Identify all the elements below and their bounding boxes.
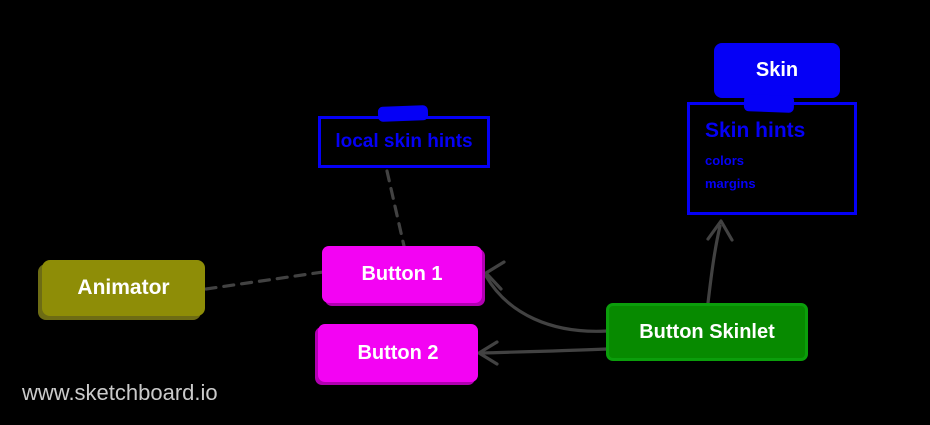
node-button1[interactable]: Button 1 xyxy=(322,246,482,303)
skin-hints-title: Skin hints xyxy=(705,119,806,142)
node-skin-label: Skin xyxy=(755,59,799,81)
node-button2-label: Button 2 xyxy=(357,341,439,364)
edge-skinlet-to-button1[interactable] xyxy=(484,260,609,333)
note-tab-icon xyxy=(743,94,795,113)
arrowhead xyxy=(484,260,506,291)
note-tab-icon xyxy=(377,105,429,122)
node-button-skinlet-label: Button Skinlet xyxy=(639,320,775,343)
arrowhead xyxy=(706,219,734,242)
edge-local-skin-hints-to-button1[interactable] xyxy=(385,169,406,248)
node-button1-label: Button 1 xyxy=(361,263,443,285)
node-animator[interactable]: Animator xyxy=(42,260,205,316)
skin-hints-item-margins: margins xyxy=(705,176,756,191)
sketchboard-watermark: www.sketchboard.io xyxy=(22,380,218,405)
node-local-skin-hints-label: local skin hints xyxy=(335,131,473,152)
edge-skinlet-to-button2[interactable] xyxy=(477,340,609,366)
node-skin[interactable]: Skin xyxy=(714,43,840,98)
node-button-skinlet[interactable]: Button Skinlet xyxy=(606,303,808,361)
arrowhead xyxy=(477,340,499,366)
edge-skinlet-to-skin-hints[interactable] xyxy=(706,219,734,305)
skin-hints-item-ellipsis: ... xyxy=(705,203,716,218)
node-button2[interactable]: Button 2 xyxy=(318,324,478,382)
node-local-skin-hints[interactable]: local skin hints xyxy=(318,116,490,168)
node-animator-label: Animator xyxy=(77,276,170,299)
node-skin-hints[interactable]: Skin hints colors margins ... xyxy=(687,102,857,218)
skin-hints-item-colors: colors xyxy=(705,153,745,168)
edge-animator-to-button1[interactable] xyxy=(204,270,325,291)
